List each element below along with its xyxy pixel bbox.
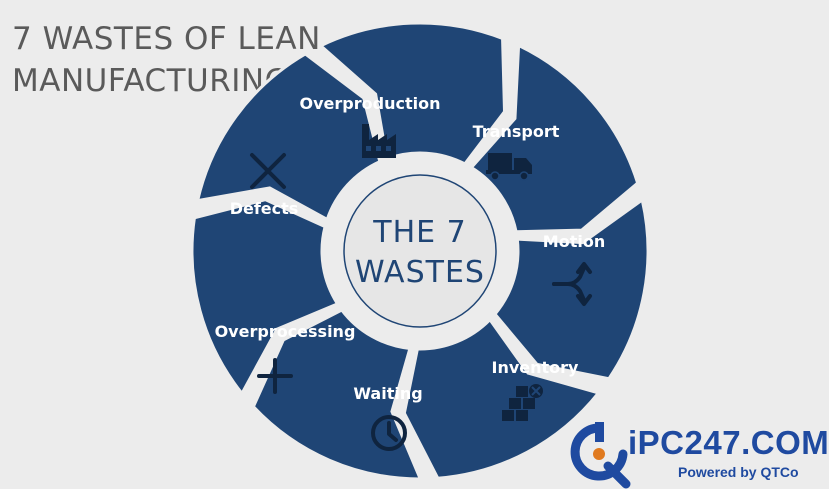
segment-defects <box>195 52 382 222</box>
x-icon <box>250 153 286 189</box>
logo-wordmark: iPC247.COM <box>628 424 829 461</box>
segment-label-overprocessing: Overprocessing <box>215 322 356 341</box>
segment-waiting <box>251 308 423 481</box>
title-line-2: MANUFACTURING <box>12 63 290 99</box>
segment-overproduction <box>318 21 507 166</box>
center-line-1: THE 7 <box>372 215 466 250</box>
segment-overprocessing <box>190 198 340 397</box>
ipc247-logo: iPC247.COM Powered by QTCo <box>568 422 829 489</box>
segment-label-waiting: Waiting <box>353 384 422 403</box>
merge-arrows-icon <box>552 262 592 306</box>
segment-transport <box>469 43 640 234</box>
truck-icon <box>486 153 532 181</box>
page-title: 7 WASTES OF LEAN MANUFACTURING <box>12 18 321 102</box>
plus-icon <box>257 358 293 394</box>
segment-motion <box>493 197 650 381</box>
segment-label-overproduction: Overproduction <box>300 94 441 113</box>
segment-label-defects: Defects <box>230 199 299 218</box>
factory-icon <box>362 124 396 158</box>
boxes-icon <box>502 384 543 421</box>
logo-mark-icon <box>570 422 631 489</box>
segment-label-motion: Motion <box>543 232 605 251</box>
center-line-2: WASTES <box>355 255 485 290</box>
clock-icon <box>371 415 407 451</box>
logo-tagline: Powered by QTCo <box>678 464 799 480</box>
segment-label-transport: Transport <box>473 122 560 141</box>
segment-label-inventory: Inventory <box>492 358 580 377</box>
title-line-1: 7 WASTES OF LEAN <box>12 21 321 57</box>
center-inner-ring <box>343 174 497 328</box>
segment-inventory <box>402 317 602 480</box>
waste-wheel-diagram: THE 7 WASTES Overproduction Transport Mo… <box>190 21 650 481</box>
